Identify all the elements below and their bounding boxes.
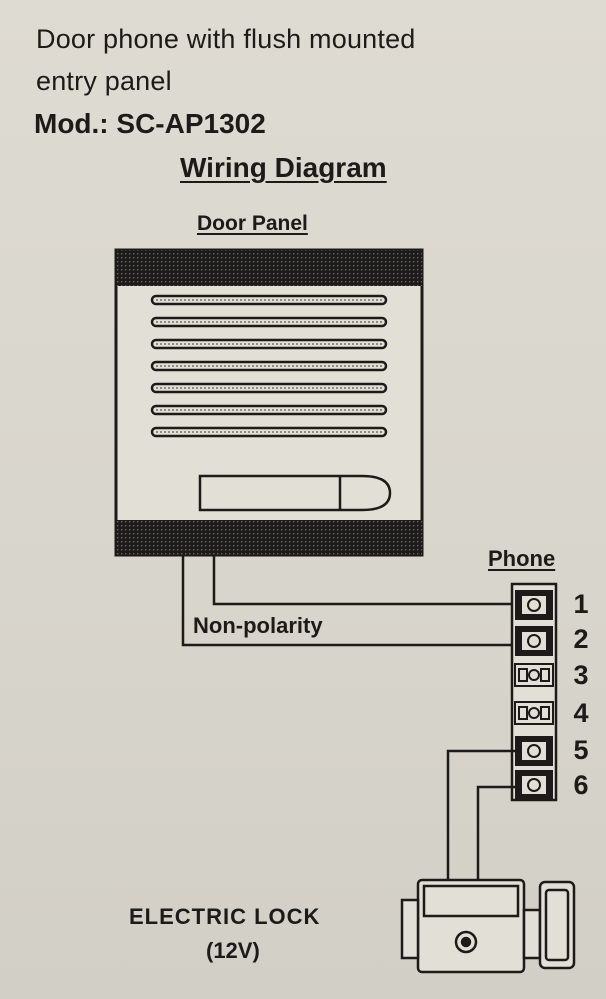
speaker-slot	[150, 316, 388, 328]
speaker-slots	[150, 294, 388, 438]
lock-left-mount	[400, 898, 420, 960]
terminal-number-1: 1	[573, 589, 589, 619]
wire-terminal-6-to-lock	[476, 785, 518, 880]
speaker-slot	[150, 426, 388, 438]
terminal-screw-6	[515, 770, 553, 800]
speaker-slot	[150, 360, 388, 372]
phone-terminal-block	[510, 582, 558, 802]
door-panel-frame	[114, 248, 424, 557]
panel-wires	[181, 555, 518, 647]
product-description-line-1: Door phone with flush mounted	[36, 24, 416, 54]
terminal-screw-2	[515, 626, 553, 656]
speaker-slot	[150, 338, 388, 350]
product-description-line-2: entry panel	[36, 66, 172, 96]
door-panel-bottom-grille	[116, 520, 422, 555]
lock-body	[416, 878, 526, 974]
lock-strike-plate	[538, 880, 576, 970]
door-panel-top-grille	[116, 250, 422, 286]
wire-terminal-5-to-lock	[446, 749, 518, 880]
call-button	[198, 474, 392, 512]
terminal-number-3: 3	[573, 660, 589, 690]
phone-label: Phone	[488, 546, 556, 571]
diagram-title: Wiring Diagram	[180, 152, 387, 183]
wire-to-terminal-1	[212, 555, 518, 606]
terminal-screw-1	[515, 590, 553, 620]
terminal-screw-5	[515, 736, 553, 766]
terminal-number-2: 2	[573, 624, 589, 654]
lock-bolt-housing	[522, 908, 542, 960]
speaker-slot	[150, 382, 388, 394]
terminal-number-4: 4	[573, 698, 589, 728]
non-polarity-label: Non-polarity	[193, 613, 323, 638]
electric-lock-voltage-label: (12V)	[206, 938, 260, 963]
speaker-slot	[150, 294, 388, 306]
lock-wires	[446, 749, 518, 880]
model-number: Mod.: SC-AP1302	[34, 108, 266, 139]
terminal-number-5: 5	[573, 735, 589, 765]
door-panel-label: Door Panel	[197, 212, 308, 235]
electric-lock	[400, 878, 576, 974]
speaker-slot	[150, 404, 388, 416]
door-panel	[114, 248, 424, 557]
terminal-unused-3	[514, 663, 554, 687]
terminal-unused-4	[514, 701, 554, 725]
wire-to-terminal-2	[181, 555, 518, 647]
terminal-number-6: 6	[573, 770, 589, 800]
electric-lock-label: ELECTRIC LOCK	[129, 904, 321, 929]
